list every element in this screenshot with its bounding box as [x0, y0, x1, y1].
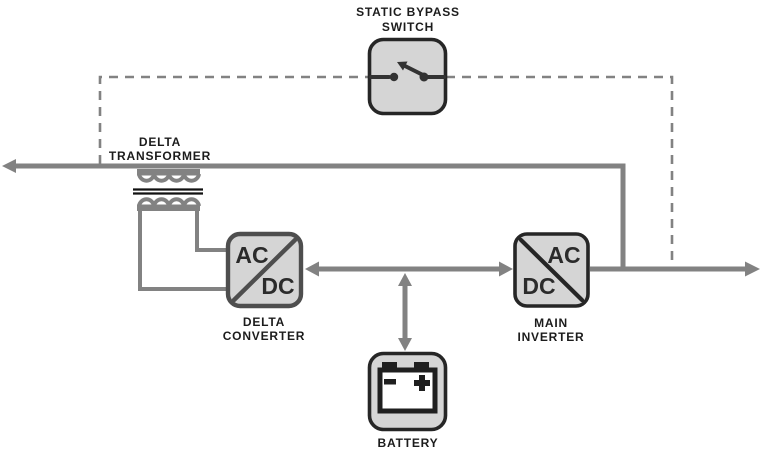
static-bypass-label-line1: STATIC BYPASS — [356, 5, 460, 19]
primary-bar — [137, 169, 200, 176]
battery-box — [367, 351, 448, 432]
static-bypass-label-line2: SWITCH — [382, 20, 434, 34]
secondary-tap-lower — [138, 210, 228, 291]
battery-branch — [398, 273, 412, 351]
delta-converter-label-line1: DELTA — [243, 315, 285, 329]
battery-icon — [377, 362, 438, 414]
switch-icon — [369, 61, 446, 82]
secondary-tap-upper — [195, 210, 228, 252]
battery-arrow-up — [398, 273, 412, 286]
main-inverter-diagonal — [518, 237, 585, 303]
switch-lever — [403, 64, 425, 77]
battery-plus-sign-v — [419, 375, 425, 391]
output-line — [590, 261, 760, 277]
input-bus — [2, 159, 626, 269]
delta-converter-dc-label: DC — [261, 273, 294, 299]
labels: STATIC BYPASS SWITCH DELTA TRANSFORMER D… — [109, 5, 584, 450]
dc-bus-arrow-into-converter — [305, 261, 319, 277]
switch-left-contact — [389, 72, 399, 82]
main-inverter-dc-label: DC — [522, 273, 555, 299]
bypass-dashed-left-segment — [98, 75, 369, 164]
battery-terminal-right — [414, 362, 429, 372]
battery-terminal-left — [382, 362, 397, 372]
delta-converter-ac-label: AC — [235, 242, 268, 268]
output-arrow — [745, 261, 760, 277]
battery-label: BATTERY — [378, 436, 439, 450]
input-arrow — [2, 159, 16, 173]
delta-converter-box: AC DC — [225, 231, 304, 309]
main-inverter-box: AC DC — [513, 232, 590, 308]
delta-transformer-label-line2: TRANSFORMER — [109, 149, 211, 163]
main-inverter-ac-label: AC — [547, 242, 580, 268]
delta-converter-label-line2: CONVERTER — [223, 329, 306, 343]
battery-arrow-down — [398, 338, 412, 351]
battery-shell — [377, 367, 438, 414]
dc-bus — [305, 261, 513, 277]
dc-bus-arrow-into-inverter — [499, 261, 513, 277]
input-bus-line — [13, 163, 626, 269]
main-inverter-label-line1: MAIN — [534, 316, 568, 330]
static-bypass-switch-box — [367, 37, 448, 116]
bypass-dashed-right-segment — [446, 75, 674, 264]
main-inverter-label-line2: INVERTER — [517, 330, 584, 344]
delta-transformer-symbol — [133, 169, 228, 291]
bypass-dashed-path — [98, 75, 674, 264]
secondary-bar — [137, 204, 200, 211]
delta-transformer-label-line1: DELTA — [139, 135, 181, 149]
battery-minus-sign — [384, 379, 396, 385]
delta-converter-diagonal — [231, 237, 298, 303]
switch-lever-arrowhead — [397, 61, 408, 71]
